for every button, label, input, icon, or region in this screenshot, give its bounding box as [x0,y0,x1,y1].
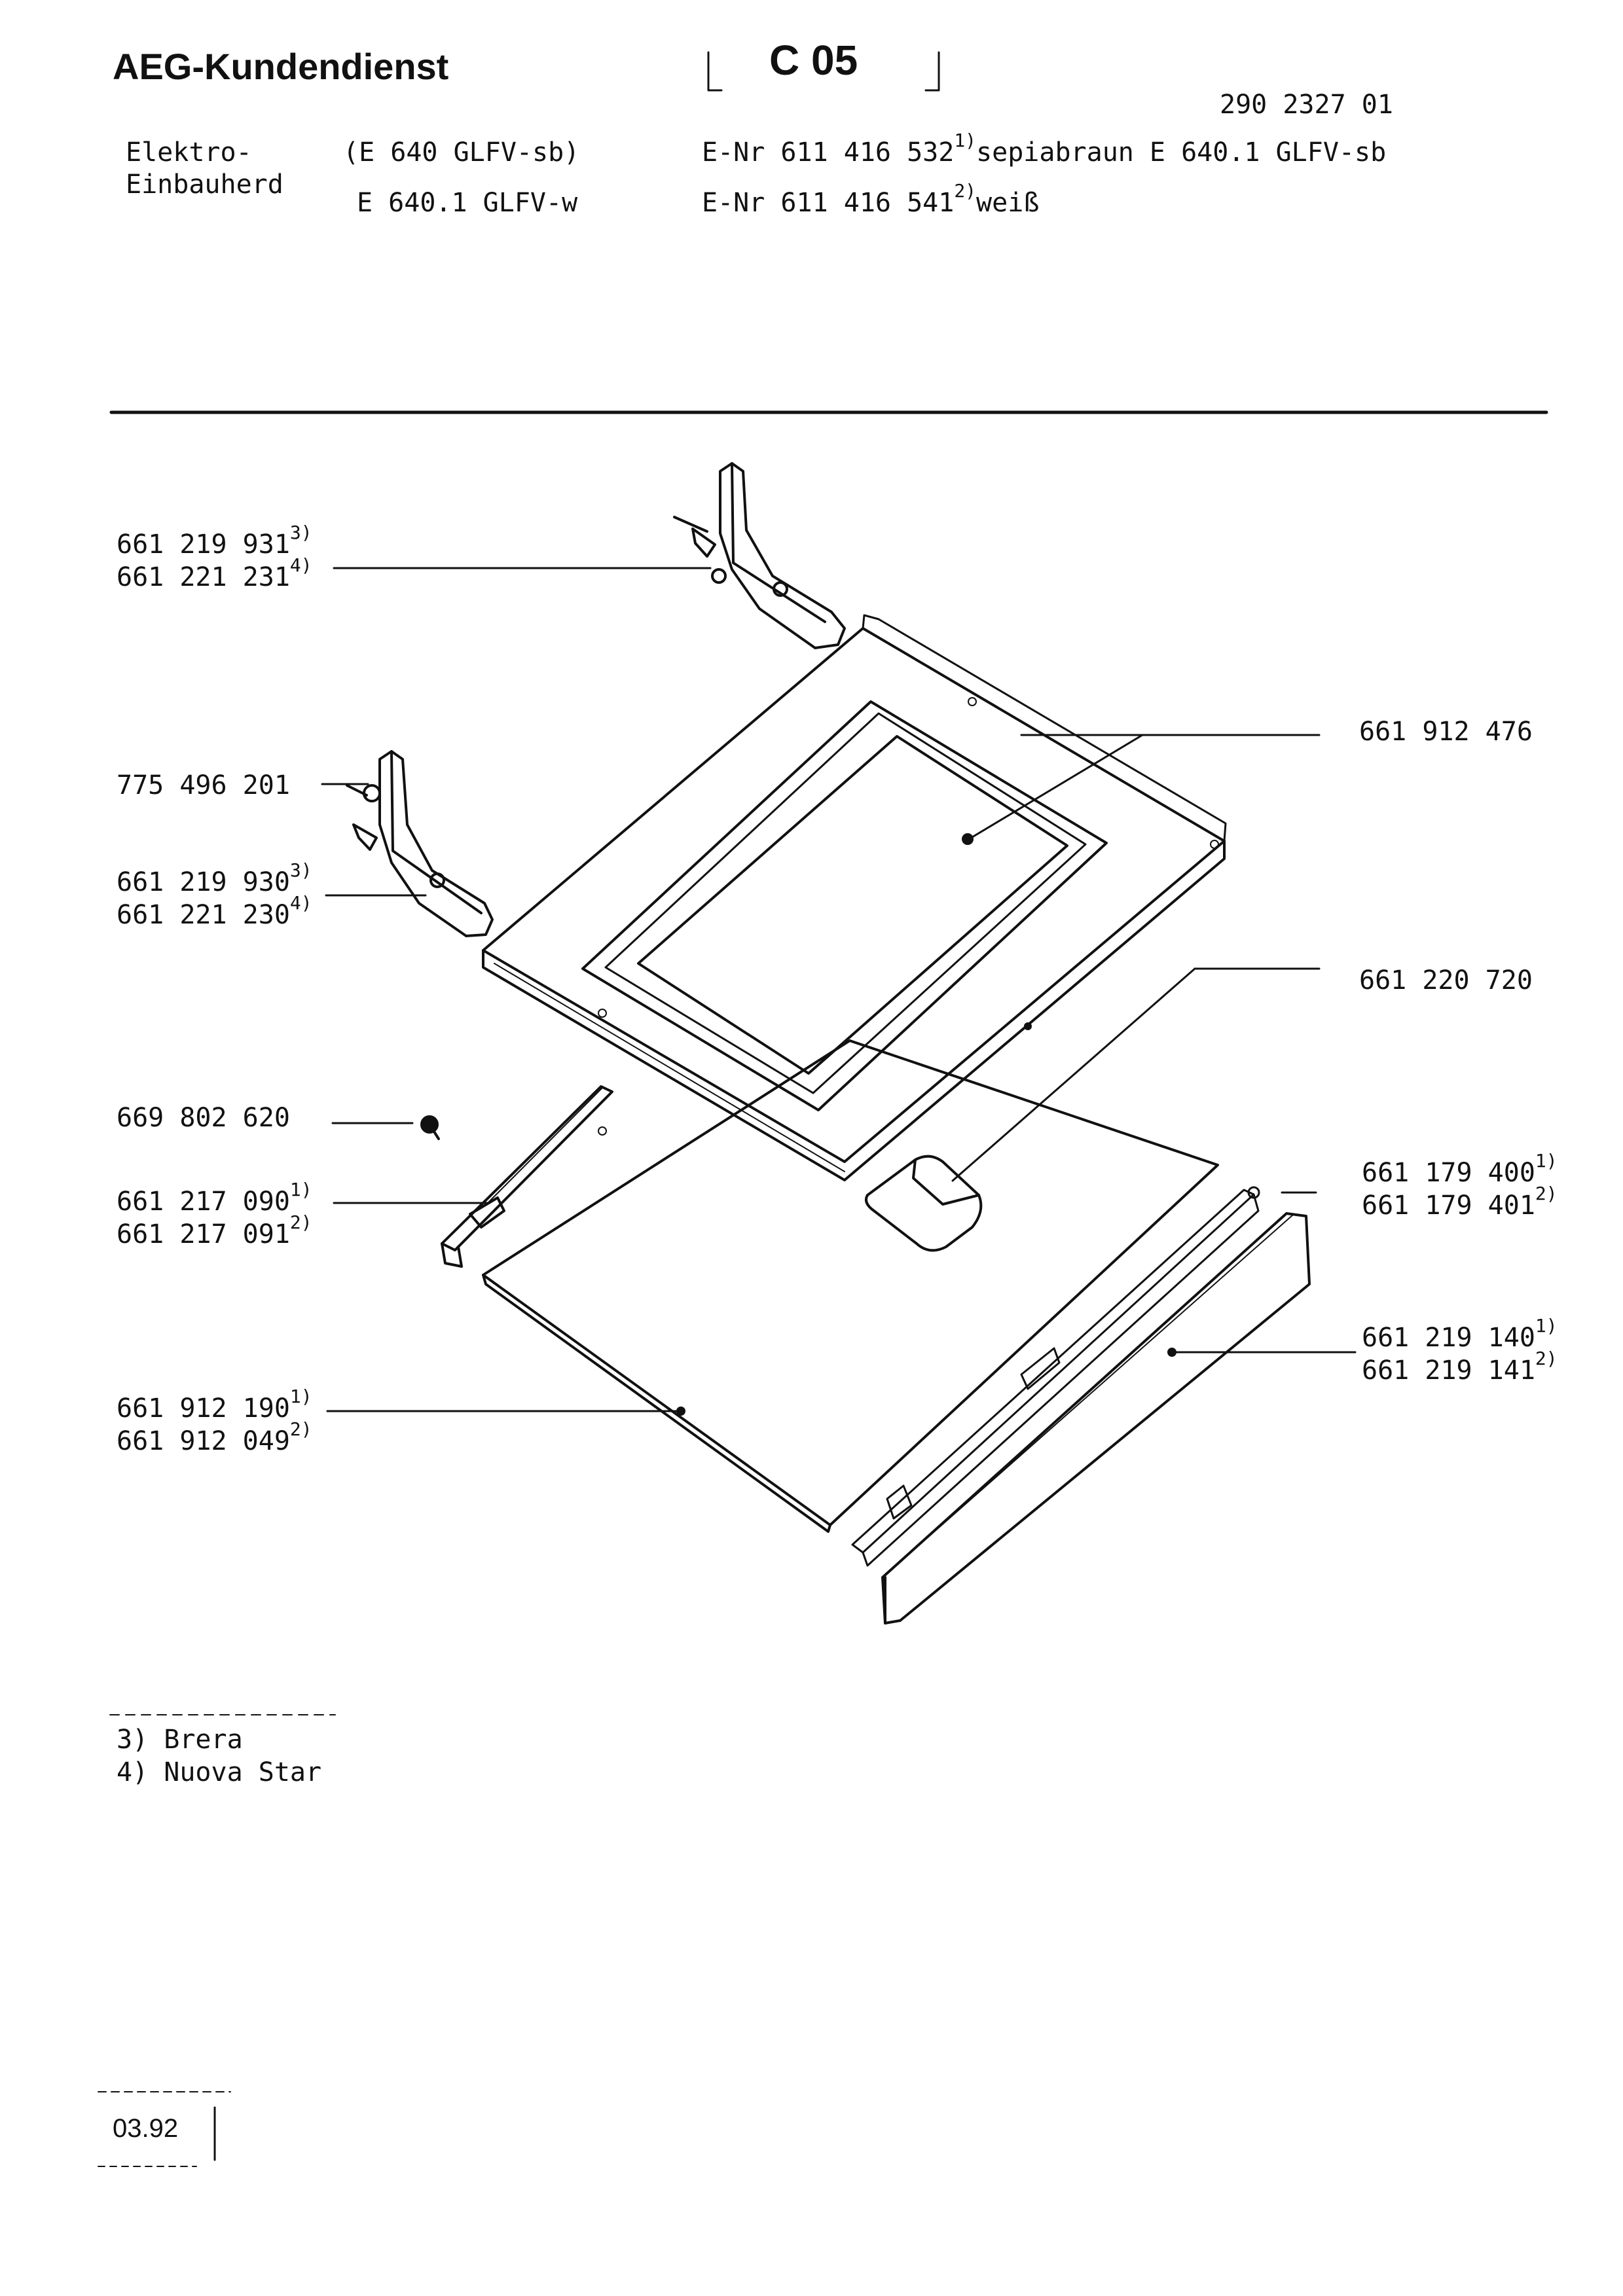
code-bracket-left [707,51,723,92]
enr-line-2-variant: weiß [976,188,1040,218]
enr-line-2: E-Nr 611 416 5412)weiß [702,182,1040,218]
code-bracket-right [924,51,940,92]
part-label-hinge-right-1: 661 219 9313) [117,522,312,560]
leader-door-glass [968,734,1144,840]
footnote-4: 4) Nuova Star [117,1757,322,1787]
screw [420,1115,440,1140]
part-label-handle-bar-1: 661 219 1401) [1362,1315,1558,1353]
part-label-hinge-left-2: 661 221 2304) [117,892,312,930]
model-b: E 640.1 GLFV-w [357,188,578,218]
part-label-handle-end-2: 661 179 4012) [1362,1183,1558,1221]
section-code: C 05 [769,37,858,84]
part-label-inner-panel-1: 661 912 1901) [117,1386,312,1424]
document-number: 290 2327 01 [1220,90,1393,120]
part-label-handle-cap: 661 220 720 [1359,965,1533,996]
appliance-type-line1: Elektro- [126,137,252,168]
enr-line-1-mark: 1) [954,130,977,151]
brand-title: AEG-Kundendienst [113,46,449,87]
enr-line-2-mark: 2) [954,180,977,202]
door-holes [598,697,1219,1136]
door-glass-window [581,700,1108,1111]
inner-glass-panel [482,1039,1219,1533]
enr-line-1: E-Nr 611 416 5321)sepiabraun E 640.1 GLF… [702,132,1387,168]
slide-rail [441,1085,613,1268]
part-label-slide-rail-2: 661 217 0912) [117,1211,312,1249]
hinge-right [673,462,846,649]
enr-line-2-number: E-Nr 611 416 541 [702,188,955,218]
leader-lines [321,567,1357,1412]
part-label-inner-panel-2: 661 912 0492) [117,1418,312,1456]
enr-line-1-number: E-Nr 611 416 532 [702,137,955,168]
enr-line-1-variant: sepiabraun E 640.1 GLFV-sb [976,137,1387,168]
part-label-handle-end-1: 661 179 4001) [1362,1150,1558,1188]
model-a: (E 640 GLFV-sb) [343,137,580,168]
part-label-slide-rail-1: 661 217 0901) [117,1179,312,1217]
door-outer-panel [482,614,1227,1181]
footnote-3: 3) Brera [117,1725,243,1755]
hinge-left [346,750,494,937]
part-label-hinge-pin: 775 496 201 [117,770,290,800]
revision-date: 03.92 [113,2114,179,2143]
part-label-hinge-left-1: 661 219 9303) [117,859,312,897]
handle-bar [881,1212,1311,1624]
handle-cap [865,1155,983,1252]
leader-handle-cap-a [951,967,1196,1182]
part-label-door-outer: 661 912 476 [1359,717,1533,747]
part-label-screw: 669 802 620 [117,1103,290,1133]
part-label-hinge-right-2: 661 221 2314) [117,554,312,592]
handle-end-strip [851,1186,1260,1567]
appliance-type-line2: Einbauherd [126,170,283,200]
part-label-handle-bar-2: 661 219 1412) [1362,1348,1558,1386]
